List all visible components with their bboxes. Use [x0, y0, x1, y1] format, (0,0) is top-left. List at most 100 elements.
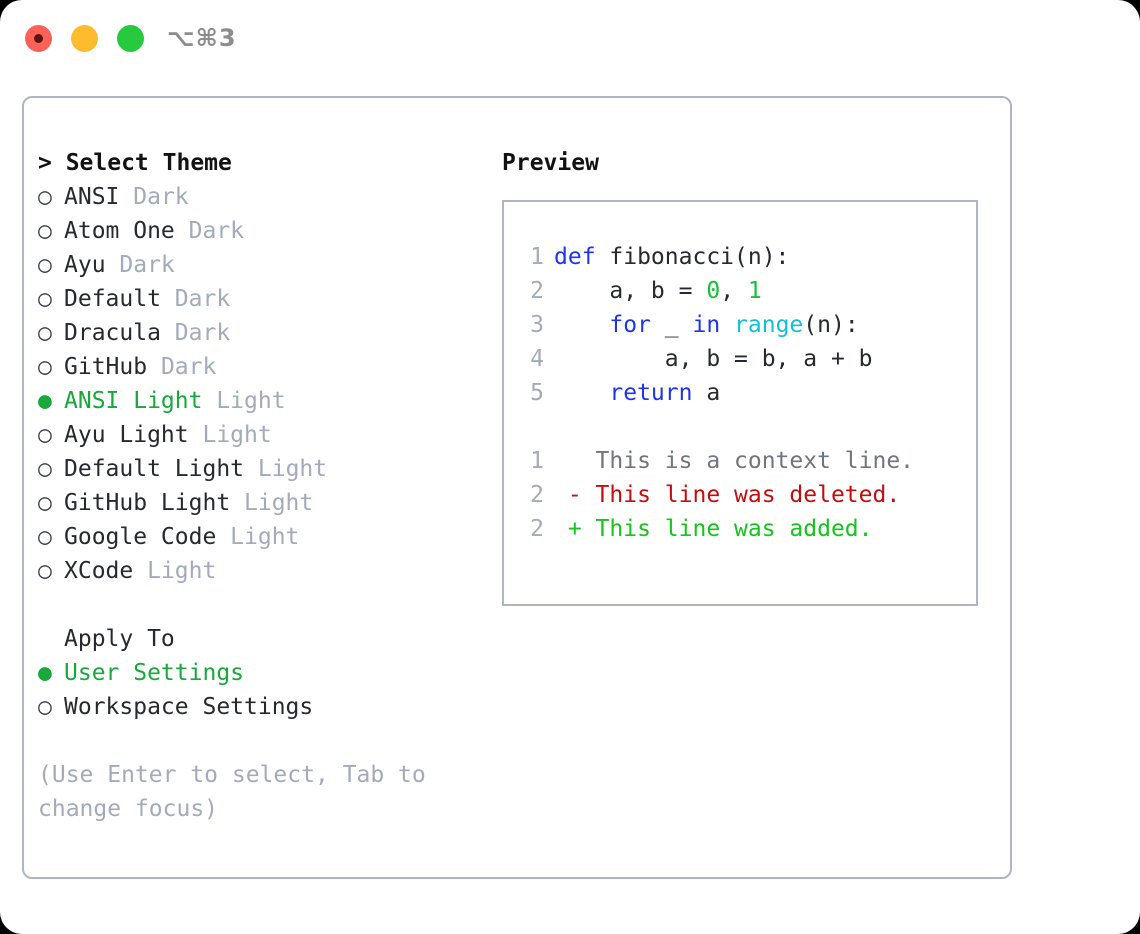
radio-unselected-icon: ○	[38, 694, 52, 720]
code-diff-gap	[516, 410, 970, 444]
theme-kind-label: Light	[244, 490, 314, 516]
maximize-button[interactable]	[117, 25, 144, 52]
theme-option-atom-one[interactable]: ○Atom One Dark	[38, 214, 488, 248]
diff-text: This line was deleted.	[595, 482, 901, 508]
theme-name: ANSI	[64, 184, 134, 210]
theme-name: Ayu	[64, 252, 120, 278]
radio-selected-icon: ●	[38, 388, 52, 414]
diff-text: This is a context line.	[595, 448, 915, 474]
radio-unselected-icon: ○	[38, 524, 52, 550]
theme-name: Ayu Light	[64, 422, 203, 448]
theme-option-default-light[interactable]: ○ Default Light Light	[38, 452, 488, 486]
theme-option-xcode[interactable]: ○XCode Light	[38, 554, 488, 588]
code-token	[554, 380, 609, 406]
theme-kind-label: Dark	[133, 184, 189, 210]
code-line: 2 a, b = 0, 1	[516, 274, 970, 308]
code-token: fibonacci(n):	[609, 244, 790, 270]
code-token: a, b =	[554, 278, 707, 304]
minimize-button[interactable]	[71, 25, 98, 52]
code-token: ,	[720, 278, 748, 304]
theme-option-dracula[interactable]: ○ Dracula Dark	[38, 316, 488, 350]
theme-name: Atom One	[64, 218, 189, 244]
apply-to-option-user-settings[interactable]: ●User Settings	[38, 656, 488, 690]
code-token: def	[554, 244, 610, 270]
code-token	[554, 312, 609, 338]
theme-name: Default	[64, 286, 175, 312]
theme-option-default[interactable]: ○ Default Dark	[38, 282, 488, 316]
theme-option-google-code[interactable]: ○ Google Code Light	[38, 520, 488, 554]
theme-selector-column: > Select Theme ○ANSI Dark○Atom One Dark○…	[38, 146, 488, 826]
keyboard-hint: (Use Enter to select, Tab to change focu…	[38, 762, 426, 822]
list-spacer	[38, 588, 488, 622]
theme-option-github-light[interactable]: ○GitHub Light Light	[38, 486, 488, 520]
diff-marker: -	[554, 482, 596, 508]
theme-name: Dracula	[64, 320, 175, 346]
theme-kind-label: Dark	[174, 286, 231, 312]
theme-kind-label: Light	[202, 422, 272, 448]
code-token: for	[609, 312, 651, 338]
radio-unselected-icon: ○	[38, 422, 52, 448]
close-button[interactable]	[25, 25, 52, 52]
apply-to-option-workspace-settings[interactable]: ○ Workspace Settings	[38, 690, 488, 724]
apply-to-name: Workspace Settings	[64, 694, 314, 720]
theme-kind-label: Light	[230, 524, 300, 550]
diff-line: 2 + This line was added.	[516, 512, 970, 546]
theme-name: Default Light	[64, 456, 258, 482]
theme-name: XCode	[64, 558, 148, 584]
radio-selected-icon: ●	[38, 660, 52, 686]
line-number: 2	[530, 516, 544, 542]
diff-text: This line was added.	[595, 516, 873, 542]
window-title-shortcut: ⌥⌘3	[167, 24, 237, 52]
diff-marker	[554, 448, 596, 474]
diff-line: 2 - This line was deleted.	[516, 478, 970, 512]
theme-option-ansi[interactable]: ○ANSI Dark	[38, 180, 488, 214]
theme-option-ansi-light[interactable]: ●ANSI Light Light	[38, 384, 488, 418]
theme-option-github[interactable]: ○GitHub Dark	[38, 350, 488, 384]
line-number: 5	[530, 380, 544, 406]
line-number: 1	[530, 244, 544, 270]
code-token: range	[734, 312, 804, 338]
code-token: _	[650, 312, 693, 338]
theme-kind-label: Dark	[160, 354, 217, 380]
radio-unselected-icon: ○	[38, 558, 52, 584]
radio-unselected-icon: ○	[38, 286, 52, 312]
radio-unselected-icon: ○	[38, 320, 52, 346]
theme-name: GitHub	[64, 354, 161, 380]
line-number: 2	[530, 278, 544, 304]
diff-line: 1 This is a context line.	[516, 444, 970, 478]
theme-option-ayu-light[interactable]: ○ Ayu Light Light	[38, 418, 488, 452]
radio-unselected-icon: ○	[38, 490, 52, 516]
window-controls	[25, 25, 144, 52]
settings-panel: > Select Theme ○ANSI Dark○Atom One Dark○…	[22, 96, 1012, 879]
code-token	[720, 312, 734, 338]
radio-unselected-icon: ○	[38, 252, 52, 278]
title-bar: ⌥⌘3	[0, 0, 1140, 78]
theme-kind-label: Dark	[119, 252, 175, 278]
radio-unselected-icon: ○	[38, 456, 52, 482]
select-theme-header: > Select Theme	[38, 150, 232, 176]
diff-sample: 1 This is a context line.2 - This line w…	[516, 444, 970, 546]
theme-kind-label: Dark	[174, 320, 231, 346]
theme-kind-label: Dark	[188, 218, 245, 244]
theme-kind-label: Light	[257, 456, 328, 482]
code-token: 0	[706, 278, 721, 304]
apply-to-list: ●User Settings ○ Workspace Settings	[38, 656, 488, 724]
code-line: 5 return a	[516, 376, 970, 410]
code-line: 3 for _ in range(n):	[516, 308, 970, 342]
code-token: a	[692, 380, 721, 406]
line-number: 4	[530, 346, 544, 372]
diff-marker: +	[554, 516, 596, 542]
theme-option-ayu[interactable]: ○ Ayu Dark	[38, 248, 488, 282]
theme-name: Google Code	[64, 524, 231, 550]
code-token: (n):	[803, 312, 859, 338]
preview-title: Preview	[502, 150, 599, 176]
theme-list: ○ANSI Dark○Atom One Dark○Ayu Dark○Defaul…	[38, 180, 488, 588]
code-line: 4 a, b = b, a + b	[516, 342, 970, 376]
theme-kind-label: Light	[216, 388, 286, 414]
code-token: in	[692, 312, 721, 338]
apply-to-label: Apply To	[64, 626, 175, 652]
code-token: return	[609, 380, 693, 406]
